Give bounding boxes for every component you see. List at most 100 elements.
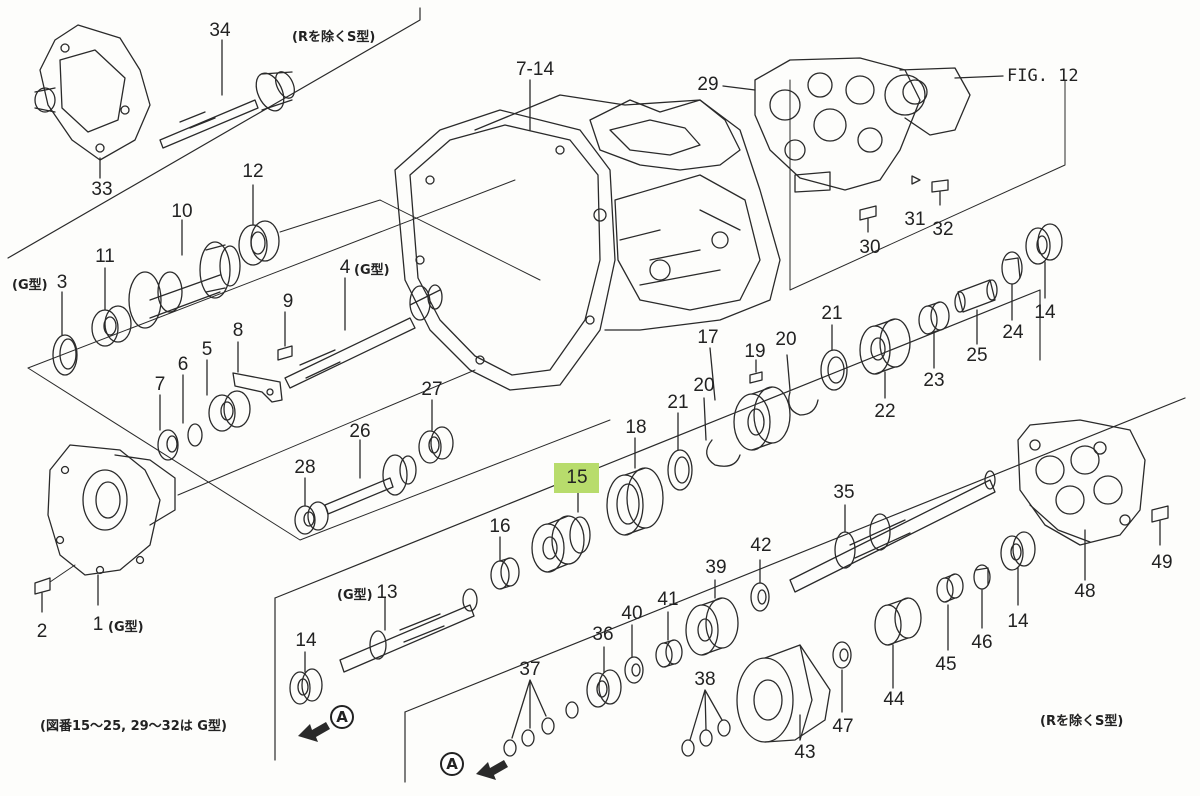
part-26-reverse-shaft [324,439,417,515]
part-14-bearing-left [289,651,323,705]
label-part-17: 17 [697,327,719,348]
label-part-31: 31 [904,209,926,230]
label-part-32: 32 [932,219,954,240]
part-35-main-shaft [789,470,996,593]
part-14-bearing-top [1025,223,1063,299]
part-42-washer [750,559,770,612]
label-part-41: 41 [657,589,679,610]
part-16-needle-bearing [490,536,520,590]
label-part-1: 1 [92,614,104,635]
part-38-snap-rings [681,689,731,757]
part-12-bearing [238,184,541,281]
part-15-gear [531,491,591,573]
marker-a-bottom: A [440,752,464,776]
part-33-front-cover [34,24,151,179]
label-part-25: 25 [966,345,988,366]
part-28-needle-bearing [294,477,329,535]
part-25-bushing [954,279,998,345]
part-21-synchro-ring [667,412,693,491]
note-g-type-13: (G型) [337,588,373,603]
label-part-48: 48 [1074,581,1096,602]
label-part-37: 37 [519,659,541,680]
label-part-39: 39 [705,557,727,578]
part-37-snap-rings [503,679,579,757]
section-dividers [7,7,1186,783]
label-part-18: 18 [625,417,647,438]
label-part-5: 5 [201,339,213,360]
label-part-19: 19 [744,341,766,362]
label-part-24: 24 [1002,322,1024,343]
part-39-gear [685,579,739,656]
note-g-type-1: (G型) [108,620,144,635]
figure-reference: FIG. 12 [1007,66,1079,86]
label-part-12: 12 [242,161,264,182]
part-5-bearing [206,359,251,432]
part-14-bearing-right [1000,531,1036,606]
label-part-35: 35 [833,482,855,503]
part-36-bearing [586,646,622,708]
part-24-thrust-washer [1001,251,1023,321]
label-part-46: 46 [971,632,993,653]
part-27-bearing [418,399,454,464]
part-22-gear [859,318,911,399]
label-part-30: 30 [859,237,881,258]
part-49-bolt [1151,505,1169,546]
label-part-20-upper: 20 [775,329,797,350]
label-part-47: 47 [832,716,854,737]
part-29-rear-plate [722,57,1004,193]
part-47-washer [832,641,852,713]
label-part-38: 38 [694,669,716,690]
part-46-washer [973,564,991,629]
label-part-33: 33 [91,179,113,200]
direction-arrows [298,722,508,780]
part-44-bearing [874,597,922,689]
label-part-11: 11 [95,246,115,267]
label-part-49: 49 [1151,552,1173,573]
label-part-44: 44 [883,689,905,710]
label-part-40: 40 [621,603,643,624]
note-g-type-4: (G型) [354,263,390,278]
part-7-14-transmission-case [394,79,781,391]
part-4-input-shaft [284,277,443,389]
label-part-3: 3 [56,272,68,293]
label-part-23: 23 [923,370,945,391]
label-part-7-14: 7-14 [515,59,555,80]
part-11-bearing [91,267,132,347]
part-13-output-shaft [339,588,478,673]
label-part-43: 43 [794,742,816,763]
part-20-spring [703,397,741,467]
part-10-counter-shaft [128,219,241,329]
part-45-needle-bearing [936,573,964,651]
note-g-type-3: (G型) [12,278,48,293]
part-21-synchro-ring-upper [820,324,848,391]
label-part-21-lower: 21 [667,392,689,413]
part-23-needle-bearing [918,301,950,369]
note-except-r-top: (Rを除くS型) [292,30,376,45]
label-part-14-top: 14 [1034,302,1056,323]
part-48-rear-housing [1017,419,1146,581]
label-part-26: 26 [349,421,371,442]
part-17-synchro-hub [709,347,791,451]
note-figure-range: (図番15～25, 29～32は G型) [40,719,227,734]
part-2-bolt [34,564,76,613]
label-part-27: 27 [421,379,443,400]
label-part-2: 2 [36,621,48,642]
label-part-4: 4 [339,257,351,278]
label-part-9: 9 [282,291,294,312]
note-except-r-bottom: (Rを除くS型) [1040,714,1124,729]
label-part-16: 16 [489,516,511,537]
highlight-part-15 [554,463,599,493]
label-part-14-right: 14 [1007,611,1029,632]
label-part-22: 22 [874,401,896,422]
part-40-washer [624,624,644,684]
label-part-29: 29 [697,74,719,95]
label-part-7: 7 [154,374,166,395]
label-part-10: 10 [171,201,193,222]
label-part-14-left: 14 [295,630,317,651]
label-part-42: 42 [750,535,772,556]
part-6-snap-ring [182,374,203,447]
label-part-21-upper: 21 [821,303,843,324]
label-part-28: 28 [294,457,316,478]
